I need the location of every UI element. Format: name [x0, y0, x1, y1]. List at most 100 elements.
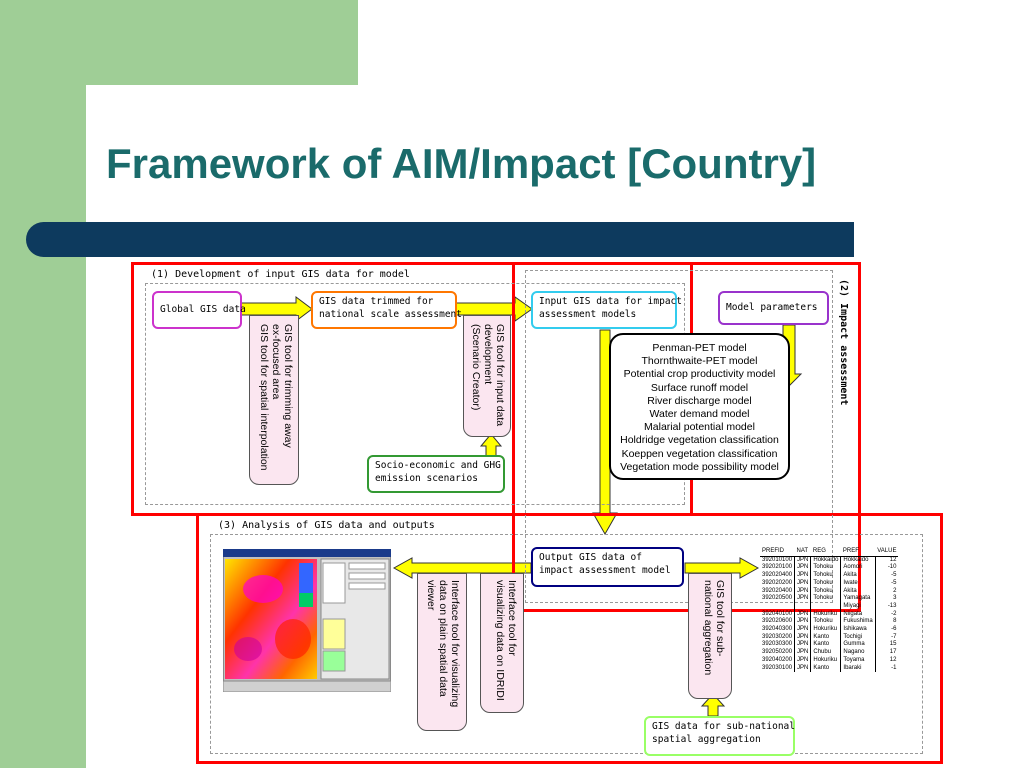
tool-trimming-line2: ex-focused area — [270, 324, 282, 400]
table-cell: Gumma — [840, 641, 876, 650]
model-item: Holdridge vegetation classification — [620, 434, 779, 447]
table-cell: Hokuriku — [810, 656, 841, 665]
table-cell: 3 — [874, 595, 899, 603]
table-cell: Ibaraki — [840, 664, 876, 673]
tool-interface-plain-line3: viewer — [425, 580, 437, 611]
box-subnational-data-line1: GIS data for sub-national — [652, 721, 795, 732]
table-row: Miyagi-13 — [760, 602, 899, 611]
table-cell: 2 — [874, 587, 899, 596]
title-underline-bar — [26, 222, 854, 257]
table-cell: Tohoku — [810, 572, 841, 580]
box-socio-economic-line2: emission scenarios — [375, 473, 478, 484]
table-header-value: VALUE — [875, 548, 899, 557]
table-header-row: PREFID NAT REG PREF VALUE — [760, 548, 899, 557]
table-cell: Iwate — [840, 579, 876, 588]
table-cell: JPN — [794, 641, 811, 650]
dashed-frame-section-2 — [525, 270, 833, 603]
section-1-label: (1) Development of input GIS data for mo… — [151, 269, 410, 280]
model-item: Penman-PET model — [652, 342, 747, 354]
red-frame-section-3 — [196, 513, 943, 764]
table-cell: 392020100 — [762, 564, 793, 571]
table-cell: 392020400 — [762, 587, 793, 594]
tool-subnat-agg-line2: national aggregation — [702, 580, 714, 676]
model-item: Malarial potential model — [644, 421, 755, 434]
model-item: Vegetation mode possibility model — [620, 460, 779, 473]
gis-viewer-screenshot — [223, 549, 391, 692]
table-cell — [760, 603, 795, 611]
model-item: Water demand model — [649, 408, 750, 421]
dashed-frame-section-3 — [210, 534, 923, 754]
table-cell: JPN — [794, 587, 811, 596]
table-cell: 12 — [874, 556, 899, 565]
table-cell: -2 — [874, 610, 899, 619]
table-cell: Yamagata — [840, 595, 876, 603]
table-cell — [794, 602, 811, 611]
table-cell: JPN — [794, 618, 811, 627]
impact-models-box: Penman-PET model Thornthwaite-PET model … — [609, 333, 790, 480]
section-2-label: (2) Impact assessment — [838, 279, 849, 406]
model-item: Surface runoff model — [650, 381, 749, 394]
table-cell: Hokkaido — [840, 556, 876, 565]
model-item: Thornthwaite-PET model — [641, 355, 758, 368]
box-subnational-data: GIS data for sub-national spatial aggreg… — [644, 716, 795, 756]
table-cell: 392030300 — [762, 641, 793, 648]
table-cell: JPN — [794, 664, 811, 673]
table-cell: Nagano — [840, 649, 876, 657]
box-socio-economic: Socio-economic and GHG emission scenario… — [367, 455, 505, 493]
table-cell: JPN — [794, 572, 811, 580]
box-gis-data-trimmed-line2: national scale assessment — [319, 309, 462, 320]
table-cell: 15 — [874, 641, 899, 650]
table-cell: 8 — [874, 618, 899, 627]
table-cell: 392010100 — [762, 556, 793, 563]
table-cell: -7 — [874, 633, 899, 642]
table-cell: Aomori — [840, 564, 876, 573]
tool-subnat-agg-line1: GIS tool for sub- — [714, 580, 726, 657]
table-cell: Kanto — [810, 641, 841, 650]
table-cell: Hokuriku — [810, 610, 841, 619]
tool-gis-input-data-development: GIS tool for input data development (Sce… — [463, 315, 511, 437]
box-input-gis-data-line2: assessment models — [539, 309, 637, 320]
box-global-gis-data-text: Global GIS data — [160, 304, 246, 315]
red-frame-section-2 — [512, 262, 861, 612]
table-cell: Tohoku — [810, 587, 841, 596]
tool-interface-plain-viewer: Interface tool for visualizing data on p… — [417, 573, 467, 731]
box-output-gis-data-line1: Output GIS data of — [539, 552, 642, 563]
table-cell: -5 — [874, 572, 899, 580]
model-item: River discharge model — [647, 394, 752, 407]
table-cell: JPN — [794, 610, 811, 619]
table-cell: Tohoku — [810, 579, 841, 588]
table-cell: 392040200 — [762, 656, 793, 663]
tool-gis-subnational-aggregation: GIS tool for sub- national aggregation — [688, 573, 732, 699]
tool-trimming-line3: GIS tool for spatial interpolation — [258, 324, 270, 471]
tool-interface-plain-line2: data on plain spatial data — [437, 580, 449, 697]
table-cell: Tohoku — [810, 595, 841, 603]
table-cell: 392020500 — [762, 595, 793, 602]
table-header-nat: NAT — [794, 548, 811, 557]
table-cell: Akita — [840, 587, 876, 596]
table-cell: 392030200 — [762, 633, 793, 640]
box-gis-data-trimmed-line1: GIS data trimmed for — [319, 296, 434, 307]
box-model-parameters-text: Model parameters — [726, 302, 818, 313]
section-3-label: (3) Analysis of GIS data and outputs — [218, 520, 435, 531]
table-cell: Tochigi — [840, 633, 876, 642]
table-cell: Tohoku — [810, 564, 841, 573]
table-cell: JPN — [794, 595, 811, 603]
tool-input-dev-line1: GIS tool for input data — [494, 324, 506, 427]
table-cell: Hokuriku — [810, 626, 841, 634]
table-cell: JPN — [794, 656, 811, 665]
table-cell: Niigata — [840, 610, 876, 619]
table-cell: -6 — [874, 626, 899, 634]
tool-input-dev-line2: development — [482, 324, 494, 385]
table-cell: Fukushima — [840, 618, 876, 627]
box-subnational-data-line2: spatial aggregation — [652, 734, 761, 745]
